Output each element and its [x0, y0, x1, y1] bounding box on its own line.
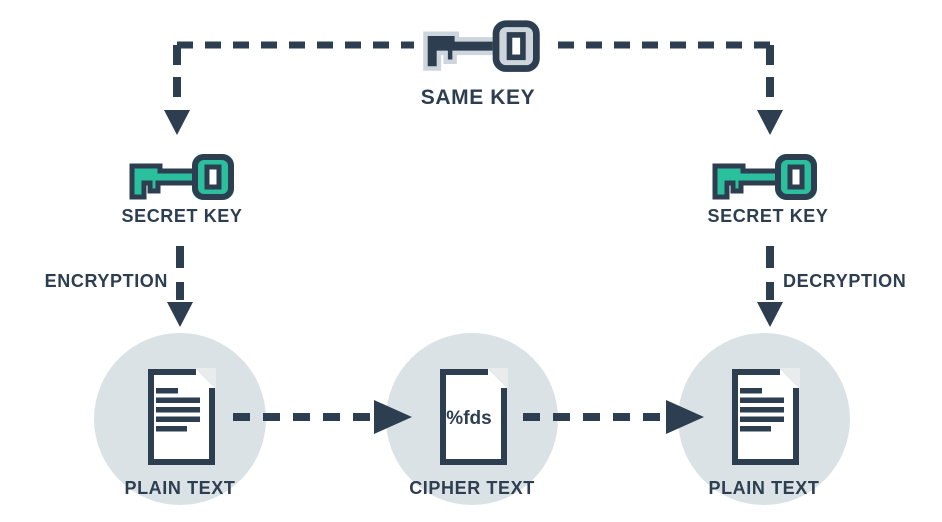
arrowhead-cipher-to-plain: [666, 400, 704, 434]
arrowhead-down-right-top: [757, 110, 783, 135]
key-shaft: [423, 31, 502, 71]
secret-key-label-left: SECRET KEY: [121, 206, 242, 226]
key-bow-hole: [787, 164, 805, 190]
key-bow-hole: [506, 32, 526, 61]
document-border: [732, 369, 799, 465]
same-key-connector: [173, 41, 774, 108]
decryption-label: DECRYPTION: [783, 271, 906, 291]
document-fold-corner: [780, 368, 800, 388]
key-bow-border: [192, 154, 234, 200]
plain-text-document-icon-left: [148, 368, 216, 465]
arrowhead-plain-to-cipher: [374, 400, 412, 434]
arrowhead-decryption: [757, 302, 783, 327]
cipher-content-text: %fds: [446, 408, 491, 429]
secret-key-label-right: SECRET KEY: [707, 206, 828, 226]
key-shaft: [712, 163, 784, 200]
document-page: [440, 369, 507, 465]
arrowhead-down-left-top: [164, 110, 190, 135]
plain-text-label-left: PLAIN TEXT: [124, 478, 235, 498]
document-text-lines: [740, 388, 784, 432]
key-bow-border: [492, 20, 540, 72]
plain-text-document-icon-right: [732, 368, 800, 465]
cipher-text-document-icon: %fds: [440, 368, 508, 465]
secret-key-icon-right: [712, 154, 817, 200]
arrowhead-encryption: [167, 302, 193, 327]
document-fold-corner: [488, 368, 508, 388]
document-fold-corner: [196, 368, 216, 388]
document-border: [440, 369, 507, 465]
document-text-lines: [156, 388, 200, 432]
plain-text-label-right: PLAIN TEXT: [708, 478, 819, 498]
key-shaft: [129, 163, 201, 200]
document-border: [148, 369, 215, 465]
key-bow-hole: [204, 164, 222, 190]
same-key-label: SAME KEY: [421, 86, 536, 109]
key-bow-border: [775, 154, 817, 200]
encryption-label: ENCRYPTION: [45, 271, 168, 291]
secret-key-icon-left: [129, 154, 234, 200]
same-key-icon: [423, 20, 540, 72]
cipher-text-label: CIPHER TEXT: [409, 478, 535, 498]
